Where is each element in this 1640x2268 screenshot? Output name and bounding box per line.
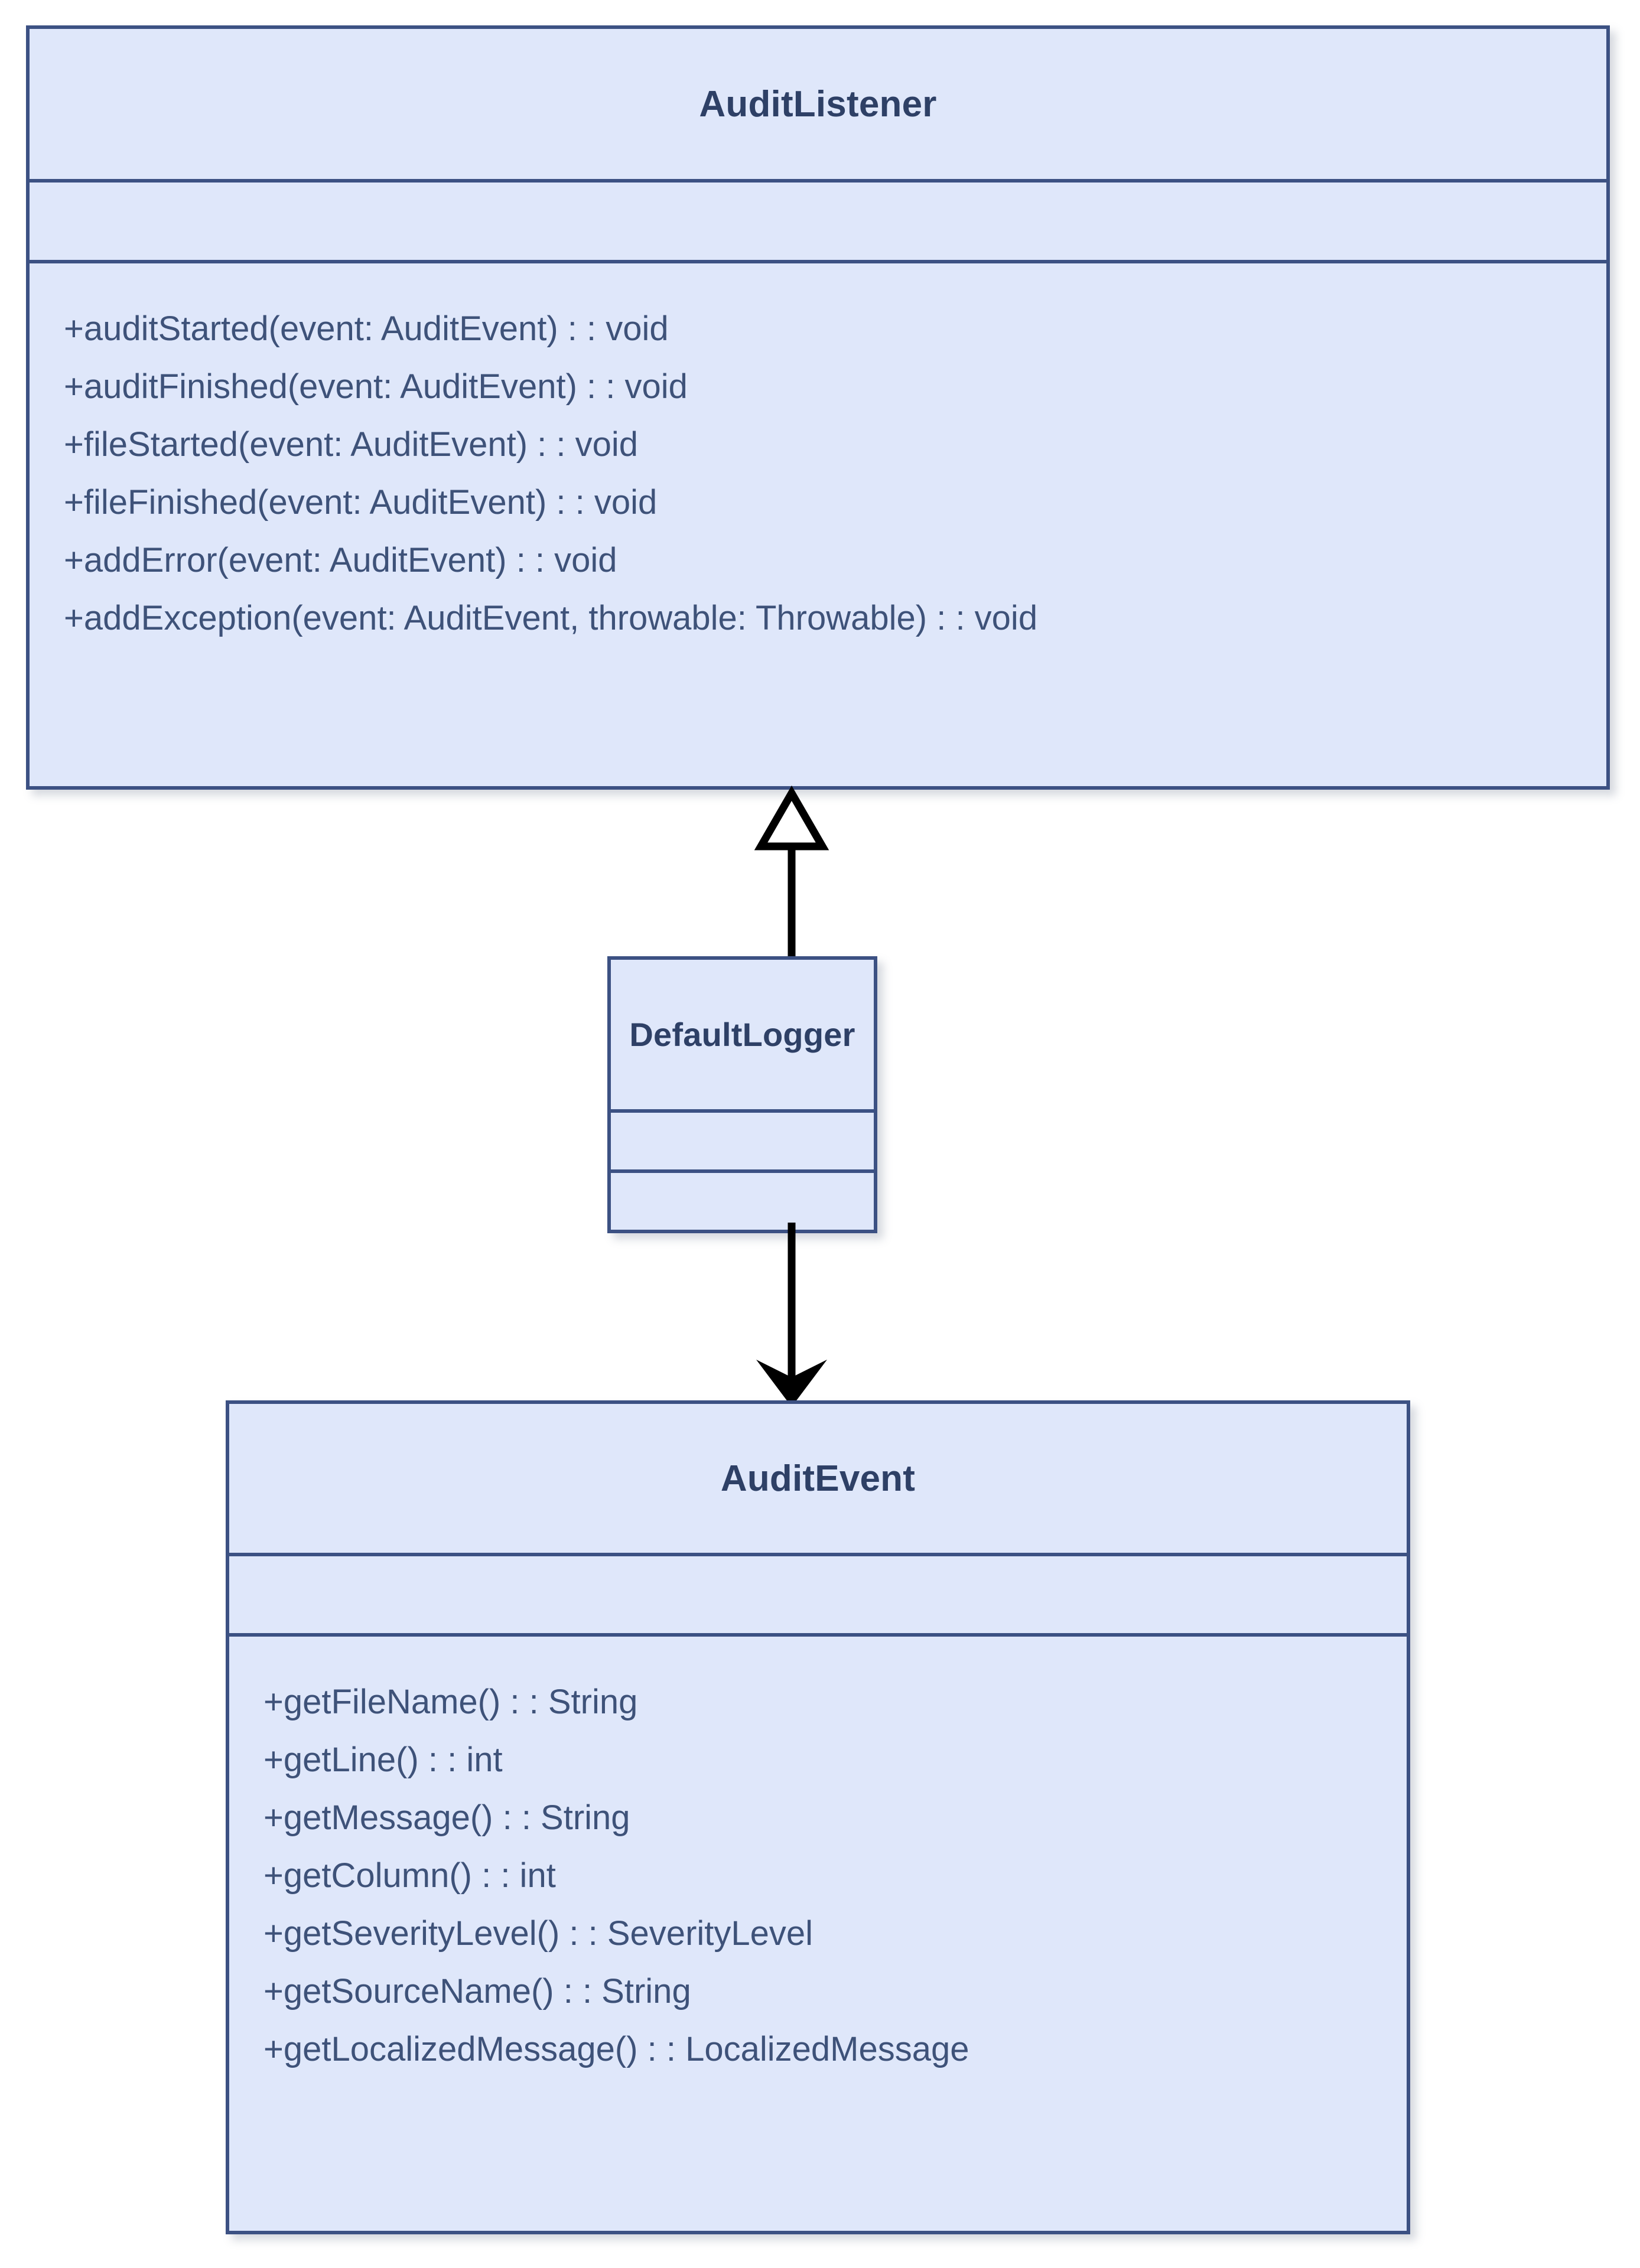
generalization-connector-default-logger-to-audit-listener xyxy=(754,786,829,967)
class-name-default-logger: DefaultLogger xyxy=(629,1016,855,1053)
class-method-item: +getSeverityLevel() : : SeverityLevel xyxy=(263,1914,814,1953)
class-method-item: +addError(event: AuditEvent) : : void xyxy=(64,541,617,579)
class-box-audit-listener[interactable]: AuditListener +auditStarted(event: Audit… xyxy=(26,25,1610,790)
class-attributes-compartment-audit-event xyxy=(229,1556,1407,1637)
class-method-item: +addException(event: AuditEvent, throwab… xyxy=(64,599,1038,637)
class-methods-compartment-default-logger xyxy=(611,1173,874,1230)
hollow-triangle-arrowhead-icon xyxy=(754,786,829,850)
class-box-audit-event[interactable]: AuditEvent +getFileName() : : String +ge… xyxy=(226,1400,1410,2234)
class-method-item: +getLocalizedMessage() : : LocalizedMess… xyxy=(263,2030,969,2068)
class-method-item: +getColumn() : : int xyxy=(263,1856,556,1895)
class-methods-compartment-audit-listener: +auditStarted(event: AuditEvent) : : voi… xyxy=(30,263,1606,786)
class-method-item: +fileFinished(event: AuditEvent) : : voi… xyxy=(64,483,658,522)
class-method-item: +fileStarted(event: AuditEvent) : : void xyxy=(64,425,639,464)
class-attributes-compartment-default-logger xyxy=(611,1113,874,1173)
solid-arrowhead-icon xyxy=(756,1360,827,1407)
class-name-audit-event: AuditEvent xyxy=(720,1458,916,1499)
class-method-item: +auditFinished(event: AuditEvent) : : vo… xyxy=(64,367,688,406)
class-method-item: +auditStarted(event: AuditEvent) : : voi… xyxy=(64,309,669,348)
class-method-item: +getMessage() : : String xyxy=(263,1798,630,1837)
association-connector-default-logger-to-audit-event xyxy=(756,1223,827,1407)
class-attributes-compartment-audit-listener xyxy=(30,183,1606,263)
class-methods-compartment-audit-event: +getFileName() : : String +getLine() : :… xyxy=(229,1637,1407,2231)
class-title-compartment-audit-event: AuditEvent xyxy=(229,1404,1407,1556)
class-method-item: +getLine() : : int xyxy=(263,1741,503,1779)
class-method-item: +getSourceName() : : String xyxy=(263,1972,691,2010)
class-box-default-logger[interactable]: DefaultLogger xyxy=(607,956,877,1233)
class-title-compartment-default-logger: DefaultLogger xyxy=(611,960,874,1113)
class-method-item: +getFileName() : : String xyxy=(263,1683,638,1721)
class-name-audit-listener: AuditListener xyxy=(699,83,937,125)
class-title-compartment-audit-listener: AuditListener xyxy=(30,29,1606,183)
